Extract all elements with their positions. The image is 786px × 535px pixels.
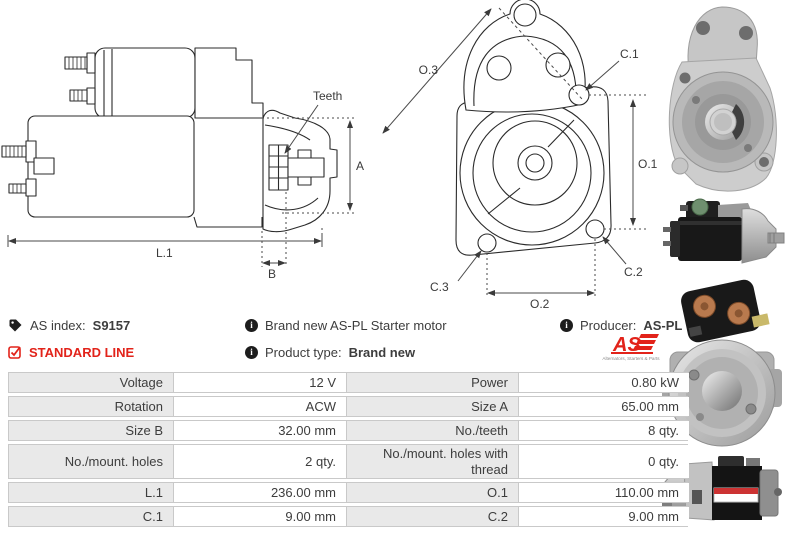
table-row: No./mount. holes 2 qty. No./mount. holes… [8, 444, 689, 480]
producer-line: i Producer: AS-PL [560, 316, 682, 334]
spec-value: ACW [173, 397, 346, 416]
spec-label: C.1 [9, 507, 173, 527]
as-index-line: AS index: S9157 [8, 316, 134, 334]
spec-value: 32.00 mm [173, 421, 346, 440]
standard-line-row: STANDARD LINE [8, 343, 134, 361]
dim-label-c3: C.3 [430, 280, 449, 294]
dim-label-o2: O.2 [530, 297, 550, 311]
product-photo-front-flange [668, 6, 777, 192]
motor-face-circles [459, 100, 605, 246]
spec-label: Size B [9, 421, 173, 440]
as-index-value: S9157 [92, 317, 131, 333]
product-description: Brand new AS-PL Starter motor [265, 317, 447, 333]
motor-body-drawing [1, 115, 263, 228]
spec-label: Voltage [9, 373, 173, 392]
product-type-value: Brand new [348, 344, 416, 360]
spec-label: Power [346, 373, 518, 392]
flange-holes [477, 84, 605, 253]
spec-table: Voltage 12 V Power 0.80 kW Rotation ACW … [8, 372, 689, 528]
side-dimensions: A L.1 B Teeth [7, 89, 364, 281]
spec-label: O.1 [346, 483, 518, 503]
tag-icon [9, 319, 22, 331]
table-row: Voltage 12 V Power 0.80 kW [8, 372, 689, 393]
spec-label: No./mount. holes [9, 445, 173, 479]
spec-label: No./mount. holes with thread [346, 445, 518, 479]
table-row: Rotation ACW Size A 65.00 mm [8, 396, 689, 417]
description-line: i Brand new AS-PL Starter motor [245, 316, 447, 334]
logo-text: AS [612, 334, 641, 356]
table-row: C.1 9.00 mm C.2 9.00 mm [8, 506, 689, 528]
spec-value: 8 qty. [518, 421, 689, 440]
info-icon: i [245, 318, 258, 332]
product-type-line: i Product type: Brand new [245, 343, 447, 361]
product-type-label: Product type: [265, 344, 342, 360]
product-desc-block: i Brand new AS-PL Starter motor i Produc… [245, 316, 447, 370]
spec-label: Rotation [9, 397, 173, 416]
bell-housing-drawing [463, 0, 586, 113]
product-id-block: AS index: S9157 STANDARD LINE [8, 316, 134, 370]
producer-block: i Producer: AS-PL [560, 316, 682, 343]
standard-line-label: STANDARD LINE [29, 344, 135, 360]
as-index-label: AS index: [30, 317, 86, 333]
starter-front-view-diagram: O.3 C.1 O.1 C.2 C.3 O.2 [382, 0, 658, 311]
dim-label-teeth: Teeth [313, 89, 342, 103]
solenoid-bracket-drawing [194, 47, 264, 119]
spec-value: 65.00 mm [518, 397, 689, 416]
producer-value: AS-PL [643, 317, 683, 333]
spec-value: 9.00 mm [518, 507, 689, 527]
table-row: Size B 32.00 mm No./teeth 8 qty. [8, 420, 689, 441]
dim-label-l1: L.1 [156, 246, 173, 260]
spec-value: 12 V [173, 373, 346, 392]
dim-label-b: B [268, 267, 276, 281]
spec-value: 110.00 mm [518, 483, 689, 503]
front-dimensions: O.3 C.1 O.1 C.2 C.3 O.2 [382, 7, 658, 311]
spec-label: No./teeth [346, 421, 518, 440]
dim-label-c2: C.2 [624, 265, 643, 279]
spec-label: L.1 [9, 483, 173, 503]
dim-label-c1: C.1 [620, 47, 639, 61]
spec-label: C.2 [346, 507, 518, 527]
drive-housing-drawing [262, 109, 338, 233]
producer-label: Producer: [580, 317, 637, 333]
dim-label-a: A [356, 159, 364, 173]
starter-side-view-diagram: A L.1 B Teeth [1, 47, 364, 281]
dim-label-o1: O.1 [638, 157, 658, 171]
spec-value: 2 qty. [173, 445, 346, 479]
product-photo-side-black [663, 198, 785, 264]
spec-value: 9.00 mm [173, 507, 346, 527]
as-pl-logo: AS Alternators, Starters & Parts [597, 332, 665, 367]
dim-label-o3: O.3 [419, 63, 439, 77]
spec-label: Size A [346, 397, 518, 416]
table-row: L.1 236.00 mm O.1 110.00 mm [8, 482, 689, 504]
info-icon: i [560, 318, 573, 332]
info-icon: i [245, 345, 258, 359]
as-pl-logo-graphic: AS Alternators, Starters & Parts [602, 334, 660, 361]
solenoid-drawing [64, 47, 196, 119]
spec-value: 0 qty. [518, 445, 689, 479]
logo-tagline: Alternators, Starters & Parts [602, 356, 660, 361]
spec-value: 236.00 mm [173, 483, 346, 503]
checkbox-checked-icon [8, 346, 21, 359]
spec-value: 0.80 kW [518, 373, 689, 392]
